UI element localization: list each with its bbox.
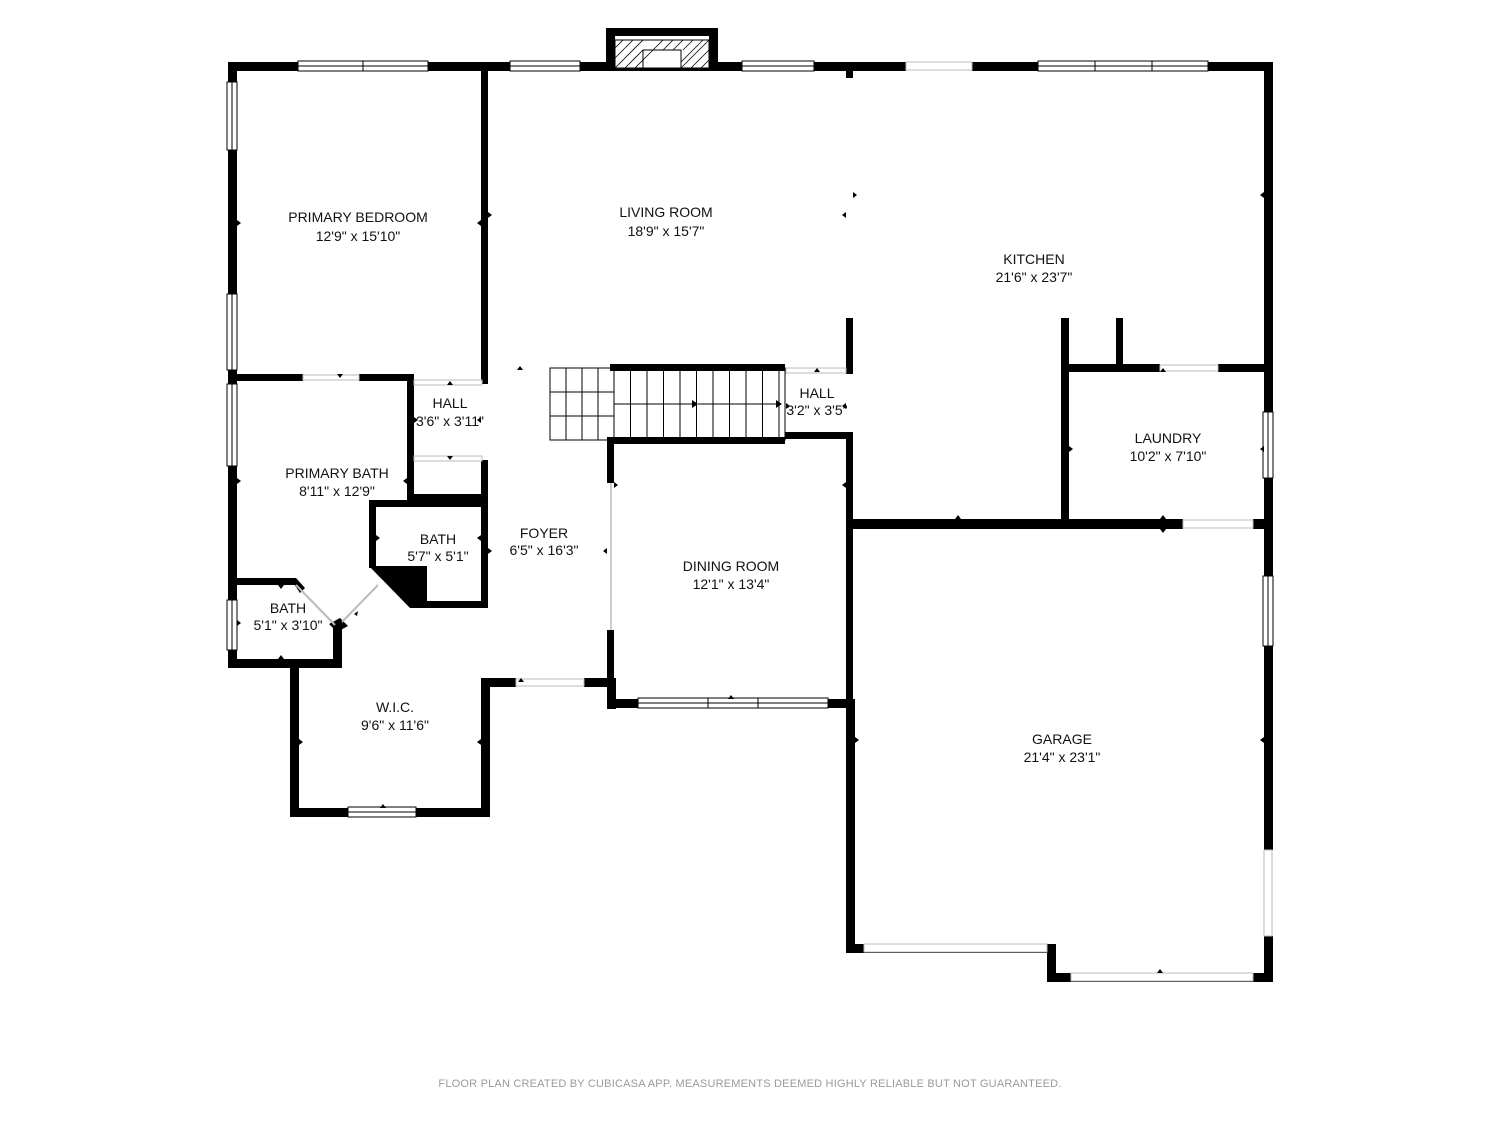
room-name-kitchen: KITCHEN (1003, 251, 1064, 267)
room-name-hall-east: HALL (799, 385, 834, 401)
room-name-garage: GARAGE (1032, 731, 1092, 747)
room-labels: PRIMARY BEDROOM 12'9" x 15'10" LIVING RO… (254, 204, 1207, 765)
room-dims-garage: 21'4" x 23'1" (1024, 749, 1101, 765)
room-dims-living-room: 18'9" x 15'7" (628, 223, 705, 239)
room-dims-laundry: 10'2" x 7'10" (1130, 448, 1207, 464)
room-dims-hall-west: 3'6" x 3'11" (416, 413, 484, 429)
room-name-wic: W.I.C. (376, 699, 414, 715)
footer-disclaimer: FLOOR PLAN CREATED BY CUBICASA APP. MEAS… (438, 1078, 1062, 1090)
room-dims-primary-bedroom: 12'9" x 15'10" (316, 228, 401, 244)
room-name-bath-center: BATH (420, 531, 456, 547)
room-name-foyer: FOYER (520, 525, 568, 541)
room-name-laundry: LAUNDRY (1135, 430, 1202, 446)
room-dims-foyer: 6'5" x 16'3" (510, 542, 579, 558)
room-name-primary-bath: PRIMARY BATH (285, 465, 388, 481)
room-dims-primary-bath: 8'11" x 12'9" (299, 483, 375, 499)
room-dims-bath-center: 5'7" x 5'1" (407, 548, 468, 564)
room-name-primary-bedroom: PRIMARY BEDROOM (288, 209, 428, 225)
room-dims-kitchen: 21'6" x 23'7" (996, 269, 1073, 285)
dimension-ticks (237, 192, 1264, 973)
staircase (549, 367, 786, 441)
room-name-dining-room: DINING ROOM (683, 558, 779, 574)
room-dims-wic: 9'6" x 11'6" (361, 717, 429, 733)
windows (226, 60, 1274, 818)
room-dims-bath-small: 5'1" x 3'10" (254, 617, 323, 633)
fireplace (614, 39, 710, 69)
room-dims-hall-east: 3'2" x 3'5" (786, 402, 847, 418)
room-name-bath-small: BATH (270, 600, 306, 616)
interior-walls (228, 62, 1273, 707)
room-name-hall-west: HALL (432, 395, 467, 411)
room-name-living-room: LIVING ROOM (619, 204, 712, 220)
room-dims-dining-room: 12'1" x 13'4" (693, 576, 770, 592)
openings (295, 61, 1273, 982)
